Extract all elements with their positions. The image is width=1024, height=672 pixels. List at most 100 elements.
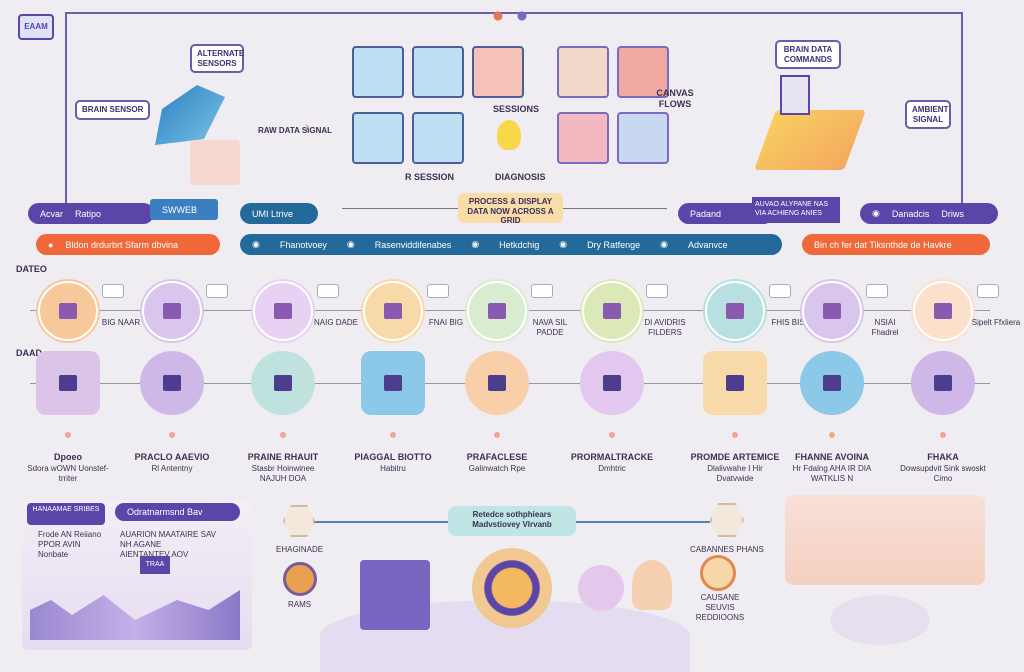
node-desc: Habitru	[380, 464, 406, 473]
node-desc: Sdora wOWN Uonstef-trriter	[27, 464, 109, 483]
session-tile	[352, 112, 404, 164]
process-node[interactable]	[361, 351, 425, 415]
screen-icon: TRAA	[140, 556, 170, 574]
pin-icon	[494, 432, 500, 438]
chat-bubble-icon	[102, 284, 124, 298]
pin-icon	[390, 432, 396, 438]
brain-core-icon	[472, 548, 552, 628]
pill-label: Bldon drdurbrt Sfarm dbvina	[65, 239, 178, 250]
chip-icon	[274, 375, 292, 391]
node-title: PRACLO AAEVIO	[134, 452, 210, 462]
node-title: PRAFACLESE	[466, 452, 528, 462]
chip-icon	[934, 375, 952, 391]
pin-icon	[609, 432, 615, 438]
top-ornament-icon	[490, 10, 530, 22]
node-title: FHANNE AVOINA	[795, 452, 869, 462]
info-icon: ●	[48, 239, 54, 250]
process-node[interactable]	[911, 351, 975, 415]
node-desc: Hr Fdalng AHA IR DIA WATKLIS N	[792, 464, 872, 483]
alt-sensors-label: ALTERNATE SENSORS	[190, 44, 244, 74]
lightbulb-icon	[497, 120, 521, 150]
center-banner: PROCESS & DISPLAY DATA NOW ACROSS A GRID	[458, 193, 563, 225]
chat-bubble-icon	[769, 284, 791, 298]
pin-icon	[169, 432, 175, 438]
chip-icon	[934, 303, 952, 319]
pill-swweb[interactable]: SWWEB	[150, 199, 218, 220]
process-node[interactable]	[142, 281, 202, 341]
pill-label: Driws	[941, 208, 964, 219]
left-card-title[interactable]: Odratnarmsnd Bav	[115, 503, 240, 521]
pill-umi[interactable]: UMI Ltrive	[240, 203, 318, 224]
node-desc: Stasbr Hoinwinee NAJUH DOA	[251, 464, 315, 483]
process-node[interactable]	[251, 351, 315, 415]
tab-icon: ◉	[346, 239, 355, 249]
monitor-icon	[780, 75, 810, 115]
process-node[interactable]	[802, 281, 862, 341]
process-node[interactable]	[580, 351, 644, 415]
tab-dry-ratfenge[interactable]: Dry Ratfenge	[587, 239, 641, 250]
chip-icon	[384, 303, 402, 319]
tab-rasenvid[interactable]: Rasenviddifenabes	[374, 239, 452, 250]
process-node[interactable]	[253, 281, 313, 341]
process-node[interactable]	[363, 281, 423, 341]
center-bottom-banner: Retedce sothphiears Madvstiovey Vlrvanb	[448, 506, 576, 536]
ambient-signal-label: AMBIENT SIGNAL	[905, 100, 951, 130]
process-node[interactable]	[705, 281, 765, 341]
pill-right-orange[interactable]: Bin ch fer dat Tiksnthde de Havkre	[802, 234, 990, 255]
tab-icon: ◉	[252, 239, 260, 249]
hex-icon	[283, 562, 317, 596]
node-desc: Dowsupdvit Sink swoskt Cimo	[900, 464, 986, 483]
node-note: NSIAI Fhadrel	[871, 318, 899, 337]
process-node[interactable]	[467, 281, 527, 341]
node-note: Sipelt Ffxliera	[971, 318, 1021, 327]
tab-advanvce[interactable]: Advanvce	[687, 239, 728, 250]
node-note: NAVA SIL PADDE	[532, 318, 568, 337]
node-note: FNAI BIG	[428, 318, 464, 327]
pill-left-orange[interactable]: ● Bldon drdurbrt Sfarm dbvina	[36, 234, 220, 255]
canvas-tile	[557, 46, 609, 98]
process-node[interactable]	[582, 281, 642, 341]
process-node[interactable]	[913, 281, 973, 341]
session-tile	[412, 112, 464, 164]
tab-icon: ◉	[471, 239, 480, 249]
node-note: NAIG DADE	[313, 318, 358, 327]
node-title: PIAGGAL BIOTTO	[354, 452, 432, 462]
node-title: FHAKA	[927, 452, 959, 462]
pin-icon	[280, 432, 286, 438]
pill-padand[interactable]: Padand	[678, 203, 774, 224]
process-node[interactable]	[36, 351, 100, 415]
tab-bar: ◉ Fhanotvoey ◉ Rasenviddifenabes ◉ Hetkdchi…	[240, 234, 782, 255]
device-illustration	[190, 140, 240, 185]
server-illustration	[360, 560, 430, 630]
node-title: PRORMALTRACKE	[570, 452, 654, 462]
chip-icon	[823, 303, 841, 319]
process-node[interactable]	[800, 351, 864, 415]
pill-label: Acvar	[40, 208, 64, 219]
process-node[interactable]	[140, 351, 204, 415]
shadow-illustration	[830, 595, 930, 645]
chip-icon	[163, 375, 181, 391]
tab-hetkdchig[interactable]: Hetkdchig	[499, 239, 540, 250]
r-session-label: R SESSION	[405, 172, 455, 182]
chip-icon	[823, 375, 841, 391]
list-item: Nonbate	[38, 550, 69, 559]
process-node[interactable]	[38, 281, 98, 341]
raw-data-label: RAW DATA SIGNAL	[258, 126, 333, 135]
chat-bubble-icon	[317, 284, 339, 298]
session-tile	[472, 46, 524, 98]
chip-icon	[59, 303, 77, 319]
logo: EAAM	[18, 14, 54, 40]
session-tile	[352, 46, 404, 98]
canvas-tile	[617, 46, 669, 98]
hex-icon	[283, 505, 315, 537]
bottom-right-scene	[785, 495, 985, 585]
tab-fhanotvoey[interactable]: Fhanotvoey	[279, 239, 327, 250]
canvas-flows-label: CANVAS FLOWS	[656, 88, 694, 110]
chat-bubble-icon	[866, 284, 888, 298]
node-title: PROMDE ARTEMICE	[690, 452, 780, 462]
process-node[interactable]	[465, 351, 529, 415]
process-node[interactable]	[703, 351, 767, 415]
pin-icon	[732, 432, 738, 438]
